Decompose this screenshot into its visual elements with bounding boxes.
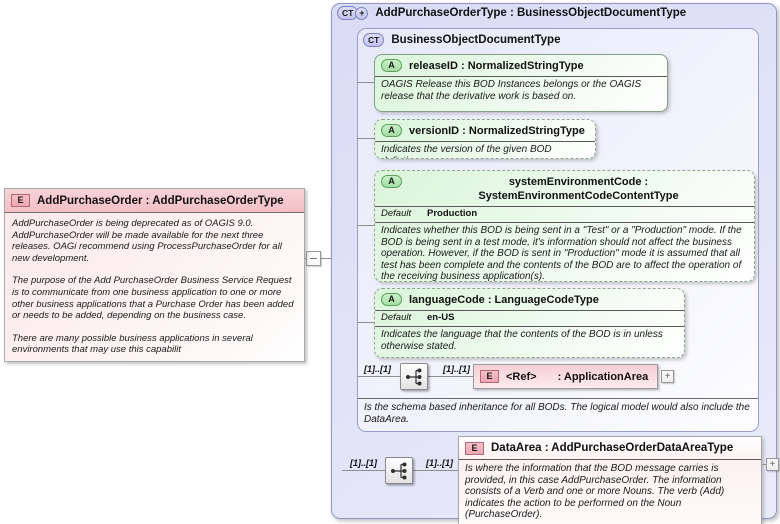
attribute-description: Indicates whether this BOD is being sent…	[381, 225, 742, 282]
divider	[375, 76, 667, 77]
attribute-description: OAGIS Release this BOD Instances belongs…	[381, 79, 642, 102]
connector-line	[305, 258, 342, 259]
divider	[375, 326, 684, 327]
attribute-name: releaseID : NormalizedStringType	[409, 60, 584, 72]
element-icon: E	[465, 441, 484, 455]
connector-line	[762, 464, 766, 465]
plus-icon: +	[769, 458, 776, 470]
description-paragraph: The purpose of the Add PurchaseOrder Bus…	[12, 275, 294, 322]
connector-line	[357, 138, 374, 139]
element-ref-applicationarea[interactable]: E <Ref> : ApplicationArea	[473, 364, 658, 389]
complextype-icon: CT	[337, 6, 359, 20]
connector-line	[357, 322, 374, 323]
divider	[375, 141, 595, 142]
attribute-name: languageCode : LanguageCodeType	[409, 294, 599, 306]
element-title: DataArea : AddPurchaseOrderDataAreaType	[491, 442, 734, 454]
attribute-box-versionid[interactable]: A versionID : NormalizedStringType Indic…	[374, 119, 596, 159]
sequence-icon	[391, 462, 407, 479]
element-header: E AddPurchaseOrder : AddPurchaseOrderTyp…	[5, 189, 304, 213]
expand-button[interactable]: +	[766, 458, 779, 471]
element-header: E DataArea : AddPurchaseOrderDataAreaTyp…	[459, 437, 761, 459]
complextype-title: AddPurchaseOrderType : BusinessObjectDoc…	[375, 7, 687, 19]
attribute-description: Indicates the version of the given BOD d…	[381, 144, 552, 158]
divider	[375, 310, 684, 311]
attribute-icon: A	[381, 59, 402, 72]
connector-line	[357, 82, 374, 83]
attribute-description: Indicates the language that the contents…	[381, 329, 663, 352]
derived-plus-icon: +	[355, 6, 369, 20]
complextype-header: CT+ AddPurchaseOrderType : BusinessObjec…	[337, 6, 686, 20]
attribute-box-releaseid[interactable]: A releaseID : NormalizedStringType OAGIS…	[374, 54, 668, 112]
element-description: AddPurchaseOrder is being deprecated as …	[5, 213, 304, 361]
element-title: AddPurchaseOrder : AddPurchaseOrderType	[37, 194, 284, 207]
element-box-dataarea[interactable]: E DataArea : AddPurchaseOrderDataAreaTyp…	[458, 436, 762, 524]
attribute-box-systemenvironmentcode[interactable]: A systemEnvironmentCode : SystemEnvironm…	[374, 170, 755, 282]
basetype-title: BusinessObjectDocumentType	[391, 34, 561, 46]
element-ref-type: : ApplicationArea	[557, 370, 649, 383]
default-value: Production	[427, 208, 478, 219]
cardinality-label: [1]..[1]	[350, 458, 377, 468]
default-label: Default	[381, 312, 412, 323]
element-icon: E	[480, 370, 499, 383]
element-description: Is where the information that the BOD me…	[459, 459, 761, 524]
element-box-addpurchaseorder[interactable]: E AddPurchaseOrder : AddPurchaseOrderTyp…	[4, 188, 305, 362]
sequence-icon	[406, 368, 422, 385]
attribute-icon: A	[381, 175, 402, 188]
attribute-name: versionID : NormalizedStringType	[409, 125, 585, 137]
default-label: Default	[381, 208, 412, 219]
divider	[375, 222, 754, 223]
basetype-note: Is the schema based inheritance for all …	[364, 402, 750, 425]
description-paragraph: AddPurchaseOrder is being deprecated as …	[12, 218, 282, 264]
attribute-box-languagecode[interactable]: A languageCode : LanguageCodeType Defaul…	[374, 288, 685, 358]
attribute-default-row: Default en-US	[375, 311, 684, 325]
plus-icon: +	[664, 370, 671, 382]
basetype-header: CT BusinessObjectDocumentType	[363, 33, 560, 47]
description-paragraph: There are many possible business applica…	[12, 332, 253, 356]
cardinality-label: [1]..[1]	[364, 364, 391, 374]
attribute-icon: A	[381, 293, 402, 306]
element-icon: E	[11, 194, 30, 207]
divider	[358, 398, 758, 399]
default-value: en-US	[427, 312, 455, 323]
attribute-icon: A	[381, 124, 402, 137]
basetype-icon: CT	[363, 33, 385, 47]
attribute-default-row: Default Production	[375, 207, 754, 221]
sequence-button[interactable]	[400, 363, 428, 390]
element-ref-label: <Ref>	[506, 370, 537, 383]
cardinality-label: [1]..[1]	[426, 458, 453, 468]
divider	[375, 206, 754, 207]
collapse-button[interactable]	[306, 251, 321, 266]
cardinality-label: [1]..[1]	[443, 364, 470, 374]
connector-line	[357, 225, 374, 226]
attribute-name: systemEnvironmentCode : SystemEnvironmen…	[478, 176, 679, 202]
expand-button[interactable]: +	[661, 370, 674, 383]
sequence-button[interactable]	[385, 457, 413, 484]
minus-icon	[310, 258, 317, 259]
